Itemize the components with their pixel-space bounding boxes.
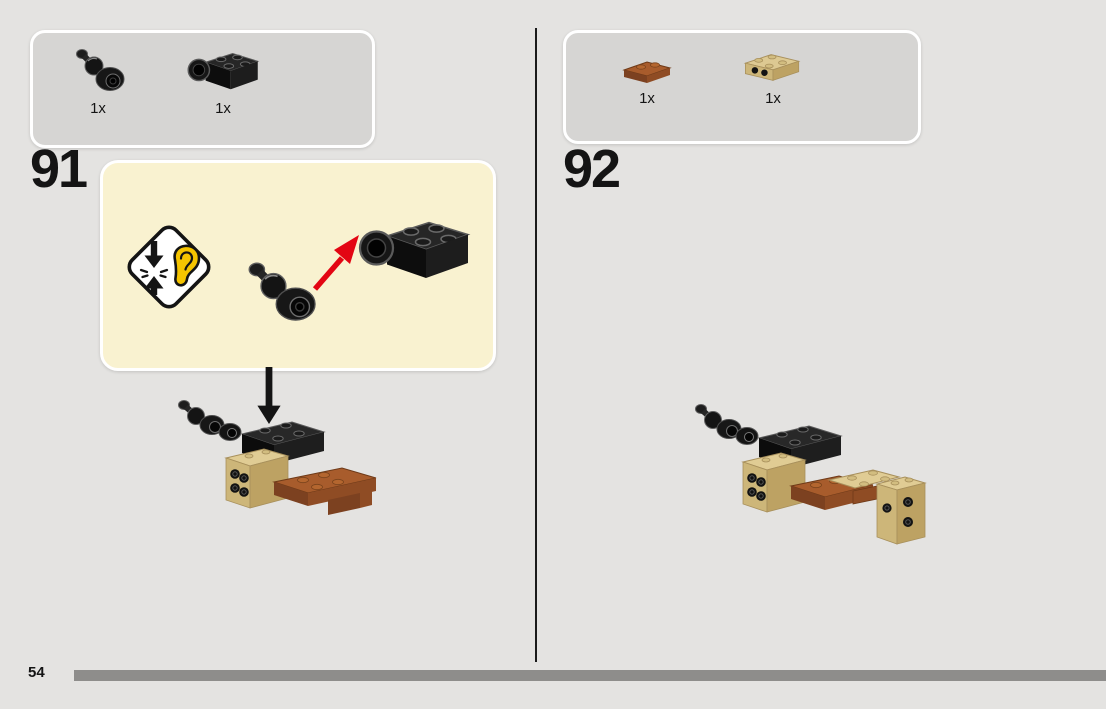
black-ball-joint-part-icon	[236, 257, 322, 334]
press-listen-warning-icon	[117, 215, 221, 324]
assembly-illustration-step-91	[166, 392, 411, 569]
assembly-illustration-step-92	[683, 396, 938, 576]
column-divider	[535, 28, 537, 662]
part-count-label: 1x	[90, 100, 106, 117]
part-count-label: 1x	[765, 90, 781, 107]
sound-callout-box	[100, 160, 496, 371]
part-count-label: 1x	[639, 90, 655, 107]
black-socket-brick-part-icon	[181, 45, 265, 97]
step-number-91: 91	[30, 139, 88, 199]
part-count-label: 1x	[215, 100, 231, 117]
page-number: 54	[28, 664, 45, 681]
footer-bar	[74, 670, 1106, 681]
parts-tray-step-91: 1x 1x	[30, 30, 375, 148]
red-direction-arrow-icon	[307, 223, 369, 302]
tray-part: 1x	[181, 45, 265, 117]
black-socket-brick-part-icon	[351, 203, 477, 295]
black-ball-joint-part-icon	[67, 45, 129, 97]
tray-part: 1x	[736, 49, 810, 107]
tan-bracket-plate-part-icon	[736, 49, 810, 87]
parts-tray-step-92: 1x 1x	[563, 30, 921, 144]
down-arrow-icon	[256, 367, 282, 430]
tray-part: 1x	[618, 49, 676, 107]
brown-plate-part-icon	[618, 49, 676, 87]
step-number-92: 92	[563, 139, 621, 199]
tray-part: 1x	[67, 45, 129, 117]
